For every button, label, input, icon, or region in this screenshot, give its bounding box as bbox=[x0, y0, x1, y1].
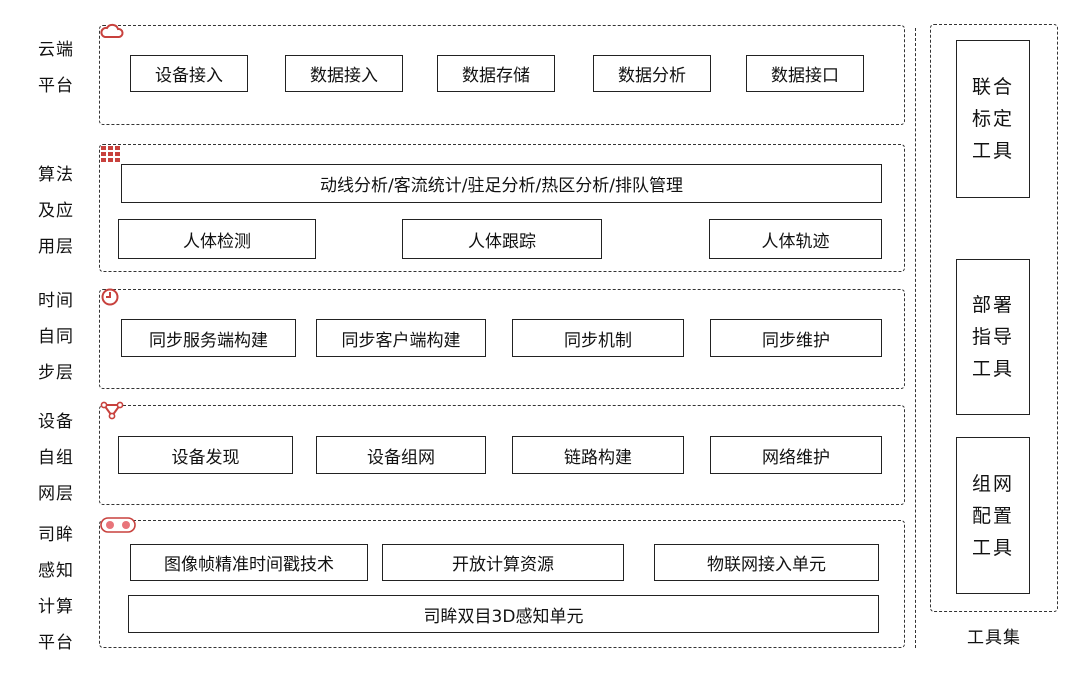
compute-box-timestamp: 图像帧精准时间戳技术 bbox=[130, 544, 368, 581]
tool-network-config: 组网 配置 工具 bbox=[956, 437, 1030, 594]
algorithm-layer bbox=[99, 144, 905, 272]
separator-line bbox=[915, 28, 916, 648]
clock-icon bbox=[101, 288, 119, 306]
sync-box-mechanism: 同步机制 bbox=[512, 319, 684, 357]
algorithm-box-body-trajectory: 人体轨迹 bbox=[709, 219, 882, 259]
layer-label-compute: 司眸 感知 计算 平台 bbox=[38, 525, 74, 653]
cloud-box-device-access: 设备接入 bbox=[130, 55, 248, 92]
cloud-box-data-analysis: 数据分析 bbox=[593, 55, 711, 92]
network-box-networking: 设备组网 bbox=[316, 436, 486, 474]
layer-label-network: 设备 自组 网层 bbox=[38, 412, 74, 504]
sync-box-maintenance: 同步维护 bbox=[710, 319, 882, 357]
compute-box-open-compute: 开放计算资源 bbox=[382, 544, 624, 581]
toolset-panel bbox=[930, 24, 1058, 612]
tool-joint-calibration: 联合 标定 工具 bbox=[956, 40, 1030, 198]
algorithm-box-body-detection: 人体检测 bbox=[118, 219, 316, 259]
network-layer bbox=[99, 405, 905, 505]
layer-label-sync: 时间 自同 步层 bbox=[38, 291, 74, 383]
sync-box-client: 同步客户端构建 bbox=[316, 319, 486, 357]
tool-label: 部署 指导 工具 bbox=[971, 294, 1014, 380]
sync-box-server: 同步服务端构建 bbox=[121, 319, 296, 357]
compute-wide-box: 司眸双目3D感知单元 bbox=[128, 595, 879, 633]
toolset-title: 工具集 bbox=[967, 628, 1021, 648]
network-box-discovery: 设备发现 bbox=[118, 436, 293, 474]
sync-layer bbox=[99, 289, 905, 389]
cloud-box-data-interface: 数据接口 bbox=[746, 55, 864, 92]
device-dots-icon bbox=[100, 517, 136, 533]
compute-layer bbox=[99, 520, 905, 648]
tool-deployment-guide: 部署 指导 工具 bbox=[956, 259, 1030, 415]
tool-label: 组网 配置 工具 bbox=[971, 472, 1014, 559]
algorithm-wide-box: 动线分析/客流统计/驻足分析/热区分析/排队管理 bbox=[121, 164, 882, 203]
layer-label-cloud: 云端 平台 bbox=[38, 40, 74, 96]
cloud-layer bbox=[99, 25, 905, 125]
network-box-link-building: 链路构建 bbox=[512, 436, 684, 474]
cloud-icon bbox=[100, 23, 124, 38]
cloud-box-data-access: 数据接入 bbox=[285, 55, 403, 92]
network-box-maintenance: 网络维护 bbox=[710, 436, 882, 474]
compute-box-iot-access: 物联网接入单元 bbox=[654, 544, 879, 581]
grid-icon bbox=[101, 146, 120, 162]
layer-label-algorithm: 算法 及应 用层 bbox=[38, 165, 74, 257]
cloud-box-data-storage: 数据存储 bbox=[437, 55, 555, 92]
tool-label: 联合 标定 工具 bbox=[971, 76, 1014, 162]
network-triangle-icon bbox=[100, 401, 124, 420]
algorithm-box-body-tracking: 人体跟踪 bbox=[402, 219, 602, 259]
